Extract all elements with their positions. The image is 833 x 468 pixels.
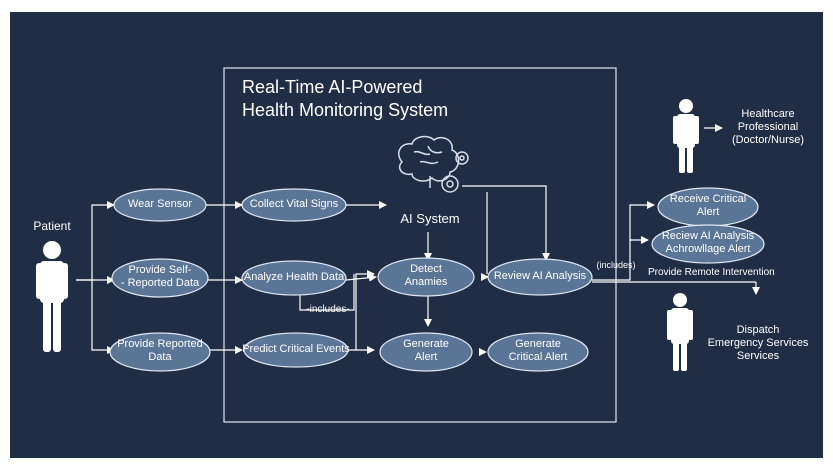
collect-vitals-ellipse [241, 188, 347, 222]
review-ellipse [487, 258, 593, 296]
provide-reported-label[interactable]: Provide Reported Data [117, 338, 203, 364]
dispatch-actor-icon [667, 293, 693, 371]
generate-alert-ellipse [379, 332, 473, 372]
detect-label[interactable]: Detect Anamies [404, 263, 448, 289]
diagram-graphics [36, 67, 765, 423]
includes-label-2: (includes) [596, 260, 636, 270]
generate-critical-ellipse [487, 332, 589, 372]
wear-sensor-ellipse [113, 188, 207, 222]
ai-system-label: AI System [400, 211, 460, 226]
analyze-ellipse [241, 260, 347, 296]
review-ack-ellipse [651, 224, 765, 264]
provide-self-ellipse [111, 258, 209, 298]
collect-vitals-label[interactable]: Collect Vital Signs [249, 198, 339, 210]
review-label[interactable]: Review AI Analysis [493, 270, 587, 282]
connectors [76, 124, 760, 356]
generate-alert-label[interactable]: Generate Alert [403, 338, 449, 364]
review-ack-label[interactable]: Reciew AI Analysis Achrowllage Alert [661, 230, 755, 256]
includes-label-1: -includes- [306, 304, 350, 315]
patient-label: Patient [33, 219, 71, 233]
analyze-label[interactable]: Analyze Health Data [243, 271, 345, 283]
predict-label[interactable]: Predict Critical Events [242, 343, 350, 355]
system-boundary [223, 67, 617, 423]
provide-reported-ellipse [109, 332, 211, 372]
generate-critical-label[interactable]: Generate Critical Alert [508, 338, 568, 364]
detect-ellipse [377, 257, 475, 297]
provide-self-label[interactable]: Provide Self- - Reported Data [120, 264, 200, 290]
diagram-title: Real-Time AI-Powered Health Monitoring S… [242, 77, 449, 121]
patient-actor-icon [36, 241, 68, 352]
wear-sensor-label[interactable]: Wear Sensor [128, 198, 192, 210]
use-case-ellipses [109, 187, 765, 372]
diagram-canvas: Real-Time AI-Powered Health Monitoring S… [10, 12, 823, 458]
healthcare-professional-icon [673, 99, 699, 173]
remote-intervention-label: Provide Remote Intervention [648, 267, 775, 278]
dispatch-label: Dispatch Emergency Services Services [707, 324, 809, 363]
brain-gears-icon [398, 135, 469, 193]
receive-critical-label[interactable]: Receive Critical Alert [669, 193, 747, 219]
predict-ellipse [243, 332, 349, 368]
healthcare-label: Healthcare Professional (Doctor/Nurse) [731, 108, 805, 147]
